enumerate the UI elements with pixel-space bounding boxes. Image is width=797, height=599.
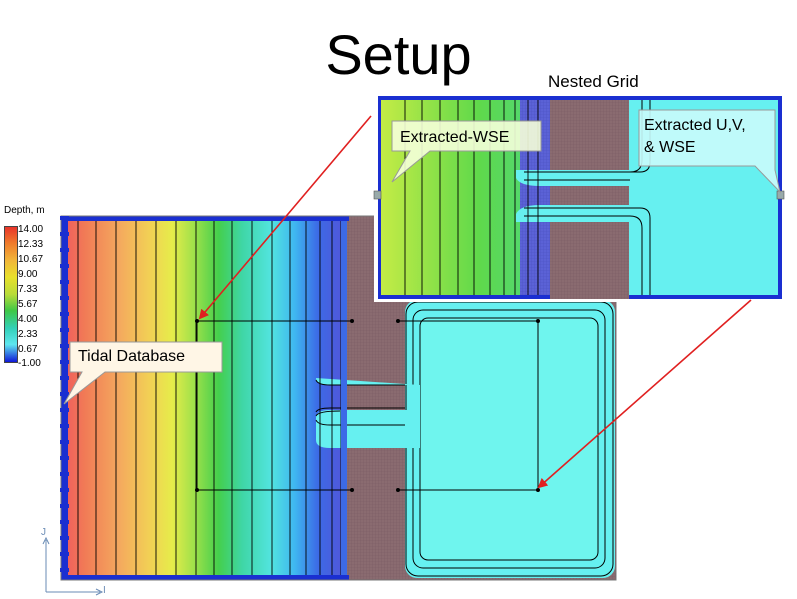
page-title: Setup	[325, 23, 472, 86]
arrow-to-right-boundary	[537, 299, 752, 489]
legend-tick: 5.67	[18, 299, 38, 310]
callout-extracted-uv	[638, 109, 781, 194]
callout-extracted-wse	[391, 120, 542, 183]
legend-tick: 7.33	[18, 284, 38, 295]
callout-extracted-uv-line1: Extracted U,V,	[644, 117, 746, 134]
depth-legend: Depth, m 14.00 12.33 10.67 9.00 7.33 5.6…	[2, 205, 52, 369]
legend-tick: 14.00	[18, 224, 44, 235]
legend-tick: 2.33	[18, 329, 38, 340]
legend-tick: 12.33	[18, 239, 44, 250]
legend-color-bar	[4, 226, 18, 363]
nested-region-corners	[195, 319, 540, 492]
callout-extracted-uv-line2: & WSE	[644, 139, 696, 156]
callout-extracted-wse-text: Extracted-WSE	[400, 129, 510, 146]
main-depth-field	[61, 216, 353, 580]
legend-title: Depth, m	[4, 205, 45, 216]
red-arrows	[198, 115, 752, 489]
legend-tick: 0.67	[18, 344, 38, 355]
arrow-to-left-boundary	[198, 115, 372, 320]
nested-mesh-zone	[549, 96, 629, 299]
callout-tidal-database-text: Tidal Database	[78, 348, 186, 365]
main-boundary-nodes	[60, 216, 69, 572]
axis-i-label: I	[103, 585, 106, 596]
legend-tick: 10.67	[18, 254, 44, 265]
axis-j-label: J	[41, 527, 46, 538]
main-boundaries	[60, 215, 617, 581]
axes-indicator	[42, 536, 104, 596]
legend-tick: 4.00	[18, 314, 38, 325]
legend-tick: -1.00	[18, 358, 41, 369]
callout-tidal-database	[63, 341, 223, 405]
nested-grid-label: Nested Grid	[548, 72, 639, 91]
legend-tick: 9.00	[18, 269, 38, 280]
